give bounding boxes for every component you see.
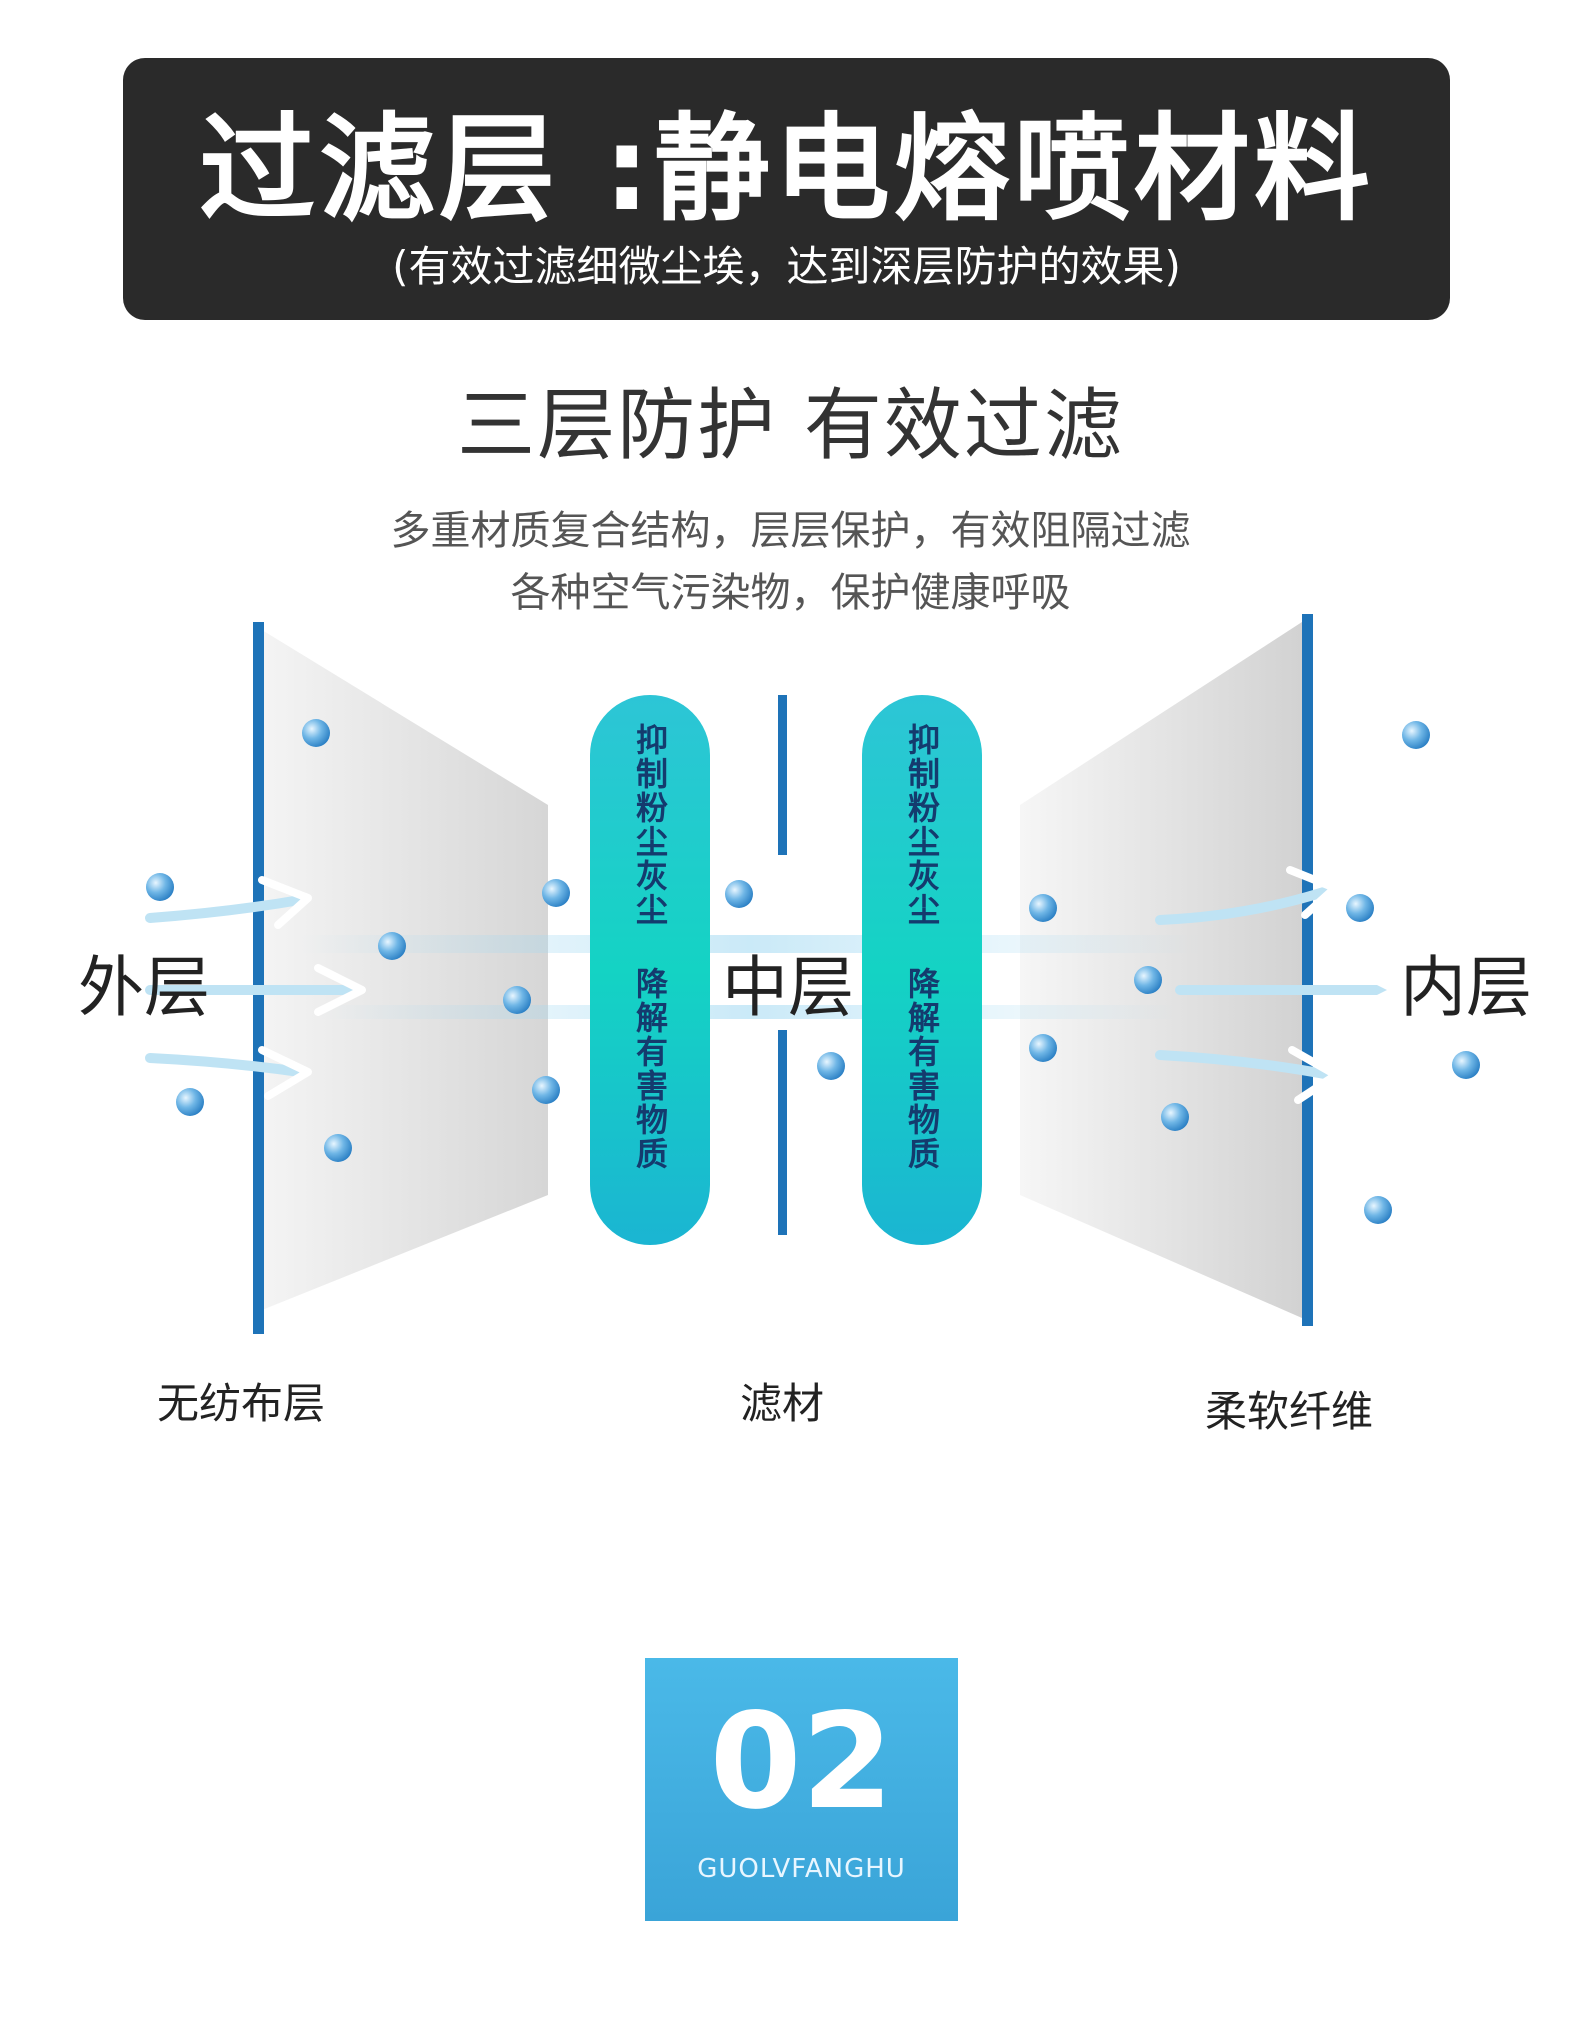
filter-band-right-text: 抑制粉尘灰尘 降解有害物质 [903, 723, 941, 1171]
section-description-line-1: 多重材质复合结构，层层保护，有效阻隔过滤 [390, 508, 1191, 554]
section-number: 02 [709, 1685, 894, 1839]
three-layer-diagram: 抑制粉尘灰尘 降解有害物质 抑制粉尘灰尘 降解有害物质 外层 中层 内层 [0, 600, 1581, 1360]
middle-divider-top [778, 695, 787, 855]
layer-name-soft-fiber: 柔软纤维 [1205, 1387, 1374, 1436]
layer-name-nonwoven: 无纺布层 [157, 1379, 326, 1428]
outer-layer-edge [253, 622, 264, 1334]
filter-band-right: 抑制粉尘灰尘 降解有害物质 [862, 695, 982, 1245]
middle-divider-bottom [778, 1030, 787, 1235]
inner-layer-edge [1302, 614, 1313, 1326]
section-description: 多重材质复合结构，层层保护，有效阻隔过滤 各种空气污染物，保护健康呼吸 [0, 500, 1581, 624]
section-description-line-2: 各种空气污染物，保护健康呼吸 [510, 570, 1071, 616]
header-subtitle: (有效过滤细微尘埃，达到深层防护的效果) [392, 242, 1181, 291]
middle-layer-label: 中层 [722, 949, 854, 1026]
filter-band-left: 抑制粉尘灰尘 降解有害物质 [590, 695, 710, 1245]
section-number-badge: 02 GUOLVFANGHU [645, 1658, 958, 1921]
dust-particles [146, 719, 1480, 1224]
layer-name-filter: 滤材 [740, 1379, 825, 1428]
filter-band-left-text: 抑制粉尘灰尘 降解有害物质 [631, 723, 669, 1171]
airflow-arrows-right [1155, 885, 1395, 1080]
header-title: 过滤层 :静电熔喷材料 [199, 102, 1374, 237]
section-heading: 三层防护 有效过滤 [457, 381, 1124, 471]
inner-layer-panel [1020, 622, 1302, 1318]
header-banner: 过滤层 :静电熔喷材料 (有效过滤细微尘埃，达到深层防护的效果) [123, 58, 1450, 320]
section-number-subtitle: GUOLVFANGHU [697, 1854, 906, 1884]
inner-layer-label: 内层 [1400, 949, 1532, 1026]
airflow-arrows-left [145, 895, 360, 1077]
outer-layer-label: 外层 [78, 949, 210, 1026]
